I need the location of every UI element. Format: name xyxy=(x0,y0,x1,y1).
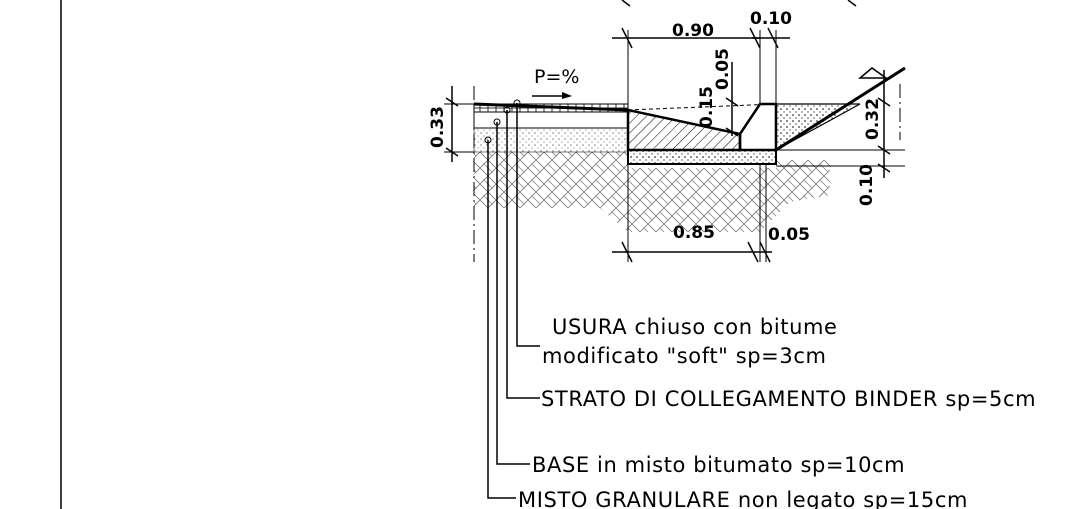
dim-033: 0.33 xyxy=(428,106,448,148)
tick-top-left xyxy=(621,0,631,7)
tick-085-l xyxy=(621,241,633,263)
slope-label: P=% xyxy=(534,66,579,88)
tick-015-a xyxy=(725,97,739,107)
tick-032-a xyxy=(877,97,891,107)
leader-usura xyxy=(516,103,540,347)
shoulder-fill xyxy=(775,103,861,152)
dim-010-top: 0.10 xyxy=(750,9,792,29)
tick-033-a xyxy=(445,97,459,107)
tick-top-right xyxy=(847,0,857,7)
subgrade-fill xyxy=(474,152,830,232)
leader-binder xyxy=(506,110,540,399)
tick-010-r xyxy=(877,163,891,173)
leader-misto xyxy=(487,140,516,499)
annotation-binder: STRATO DI COLLEGAMENTO BINDER sp=5cm xyxy=(541,387,1036,411)
annotation-usura-1: USURA chiuso con bitume xyxy=(552,315,838,339)
level-marker xyxy=(857,67,889,79)
annotation-misto: MISTO GRANULARE non legato sp=15cm xyxy=(518,488,968,509)
dim-015: 0.15 xyxy=(697,86,717,128)
leader-base xyxy=(496,122,530,465)
dim-005-top: 0.05 xyxy=(713,48,733,90)
annotation-base: BASE in misto bitumato sp=10cm xyxy=(532,453,905,477)
annotation-usura-2: modificato "soft" sp=3cm xyxy=(542,344,827,368)
surface-dashed xyxy=(627,103,777,111)
gutter-base xyxy=(627,149,777,165)
road-surface xyxy=(473,102,629,112)
slope-arrowhead xyxy=(562,92,572,99)
curb xyxy=(738,102,778,152)
tick-090-l xyxy=(621,27,633,49)
dim-032: 0.32 xyxy=(863,98,883,140)
dim-010-right: 0.10 xyxy=(857,164,877,206)
dim-005-bottom: 0.05 xyxy=(768,225,810,245)
dim-085: 0.85 xyxy=(673,223,715,243)
tick-015-b xyxy=(725,127,739,137)
gutter-block xyxy=(626,108,742,152)
dim-090: 0.90 xyxy=(672,21,714,41)
tick-085-r xyxy=(747,241,759,263)
tick-005-r xyxy=(759,241,771,263)
